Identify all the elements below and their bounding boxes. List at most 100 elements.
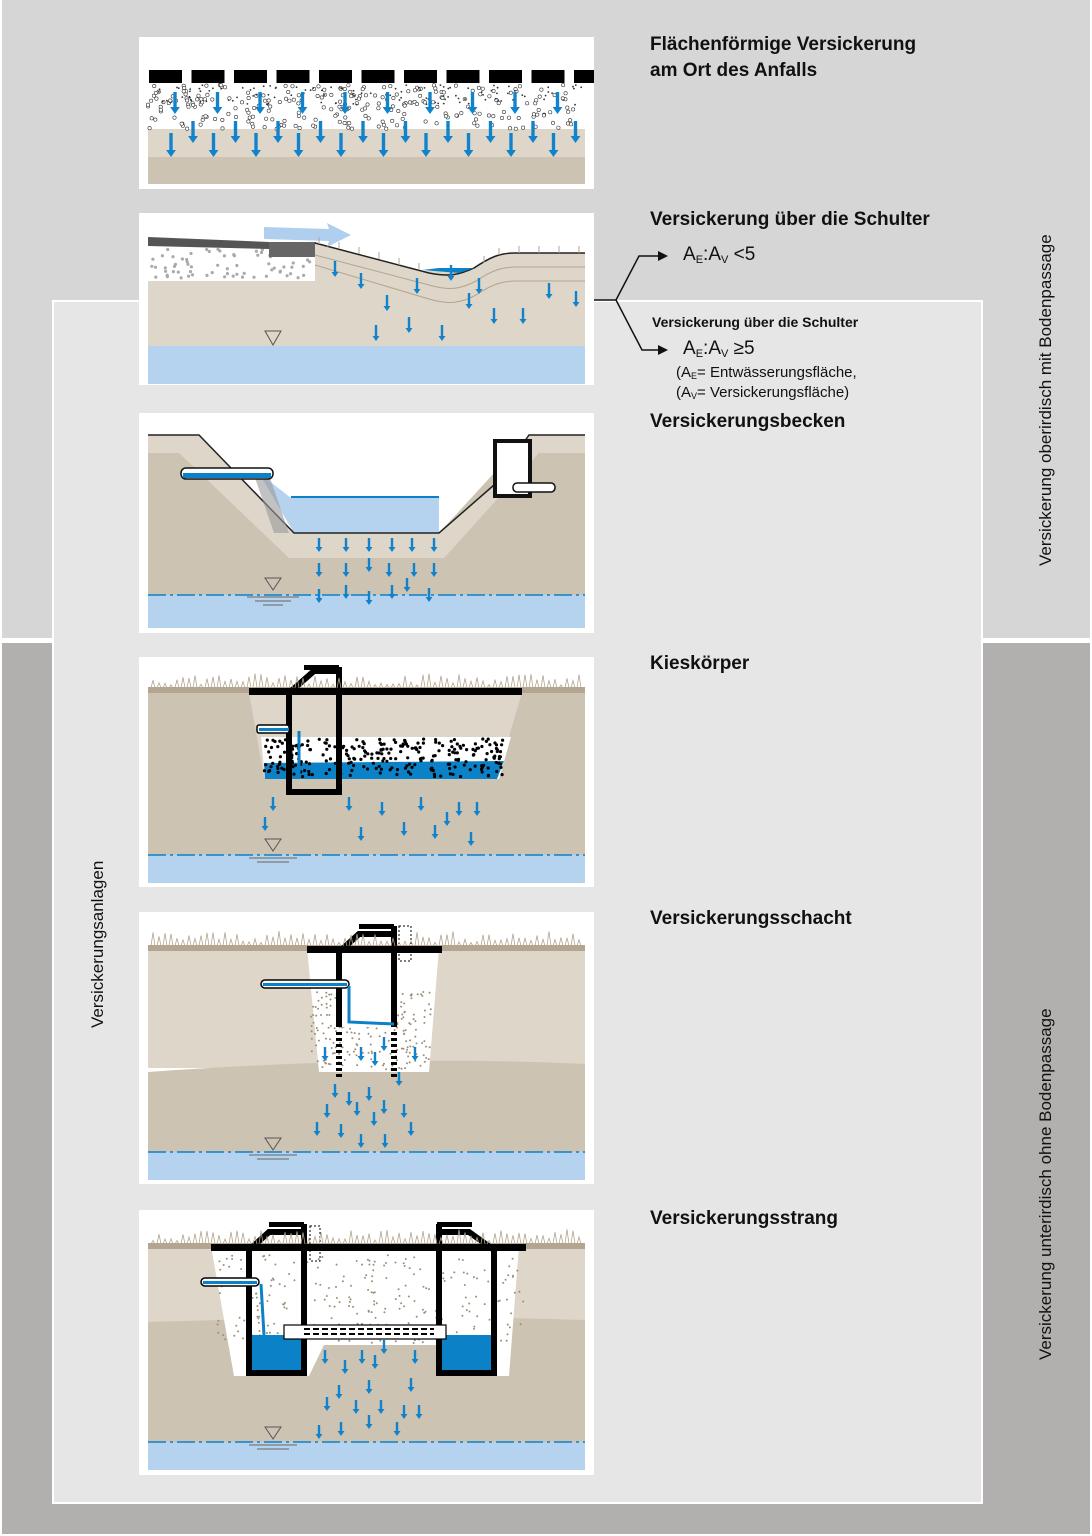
gravel-grain (401, 993, 404, 995)
gravel-stone (439, 774, 443, 778)
gravel-grain (467, 87, 470, 90)
gravel-stone (280, 766, 284, 770)
gravel-grain (329, 998, 332, 1001)
gravel-stone (498, 750, 503, 754)
road-gravel-grain (272, 266, 276, 270)
ratio-upper: AE:AV <5 (683, 244, 755, 266)
gravel-grain (389, 94, 392, 97)
gravel-grain (472, 1276, 475, 1279)
gravel-grain (385, 1262, 387, 1264)
gravel-pebble (223, 85, 228, 90)
gravel-grain (544, 94, 547, 97)
gravel-grain (332, 1041, 335, 1044)
gravel-grain (522, 1300, 525, 1303)
gravel-stone (434, 738, 438, 742)
legend-text: = Versickerungsfläche) (697, 384, 850, 401)
gravel-grain (386, 1254, 389, 1257)
gravel-pebble (480, 86, 485, 91)
groundwater (148, 1442, 585, 1470)
gravel-grain (335, 1286, 337, 1288)
road-gravel-grain (225, 272, 230, 276)
arrow-down-icon (321, 1350, 329, 1364)
gravel-grain (349, 1027, 351, 1030)
gravel-grain (508, 1265, 511, 1268)
gravel-grain (419, 1268, 422, 1271)
gravel-grain (444, 98, 446, 101)
gravel-grain (410, 994, 413, 997)
gravel-stone (433, 774, 437, 779)
gravel-grain (240, 1258, 243, 1261)
gravel-pebble (185, 126, 190, 131)
road-gravel-grain (232, 253, 236, 257)
road-gravel-grain (154, 275, 158, 279)
gravel-stone (494, 760, 498, 765)
gravel-grain (394, 87, 397, 90)
gravel-grain (242, 1337, 244, 1340)
gravel-stone (394, 740, 398, 744)
gravel-pebble (153, 90, 158, 95)
gravel-pebble (246, 95, 251, 100)
gravel-grain (231, 1258, 234, 1260)
gravel-stone (495, 749, 499, 754)
road-gravel-grain (180, 257, 184, 261)
gravel-pebble (360, 87, 365, 92)
gravel-pebble (251, 124, 256, 129)
gravel-grain (403, 1033, 406, 1036)
road-gravel-grain (282, 265, 286, 269)
gravel-stone (280, 741, 284, 745)
gravel-grain (385, 1068, 388, 1071)
gravel-grain (176, 86, 178, 89)
subtitle-shoulder-infiltration: Versickerung über die Schulter (652, 314, 859, 330)
gravel-stone (370, 756, 374, 760)
gravel-pebble (219, 83, 224, 88)
gravel-grain (464, 98, 466, 100)
gravel-grain (212, 87, 214, 90)
gravel-grain (423, 87, 426, 89)
gravel-grain (219, 1268, 222, 1271)
arrow-down-icon (331, 261, 339, 277)
gravel-pebble (220, 126, 225, 131)
gravel-pebble (154, 96, 159, 101)
gravel-grain (273, 1322, 276, 1325)
gravel-grain (384, 1031, 387, 1034)
gravel-pebble (213, 117, 218, 122)
gravel-grain (340, 87, 343, 90)
ponded-water (422, 268, 474, 273)
gravel-grain (428, 991, 431, 994)
gravel-grain (335, 1263, 338, 1266)
gravel-grain (350, 1031, 353, 1034)
water-fall (259, 1283, 266, 1336)
ratio-op: ≥5 (728, 338, 755, 359)
arrow-down-icon (385, 563, 393, 577)
gravel-stone (307, 769, 311, 774)
infiltration-arrows (331, 261, 580, 341)
gravel-pebble (277, 99, 282, 104)
gravel-grain (402, 1016, 405, 1019)
gravel-pebble (250, 114, 255, 119)
arrow-down-icon (545, 283, 553, 299)
gravel-grain (329, 1004, 332, 1007)
gravel-stone (333, 745, 337, 749)
gravel-stone (458, 744, 462, 748)
gravel-stone (344, 752, 349, 756)
gravel-grain (320, 1003, 323, 1006)
gravel-grain (514, 89, 516, 92)
gravel-grain (562, 99, 565, 101)
shaft1-water (249, 1335, 304, 1373)
gravel-grain (429, 1008, 432, 1011)
groundwater-level-symbol (264, 330, 282, 347)
gravel-pebble (262, 125, 267, 130)
gravel-grain (425, 1057, 428, 1059)
ratio-av-sub: V (721, 254, 729, 266)
gravel-grain (447, 87, 450, 90)
gravel-grain (312, 1021, 315, 1024)
gravel-pebble (149, 116, 154, 121)
gravel-grain (427, 1058, 430, 1061)
gravel-grain (330, 1047, 333, 1049)
gravel-pebble (296, 93, 301, 98)
gravel-stone (304, 760, 308, 764)
gravel-grain (574, 84, 577, 86)
gravel-grain (255, 1296, 258, 1299)
gravel-stone (395, 772, 399, 777)
gravel-grain (434, 101, 437, 104)
